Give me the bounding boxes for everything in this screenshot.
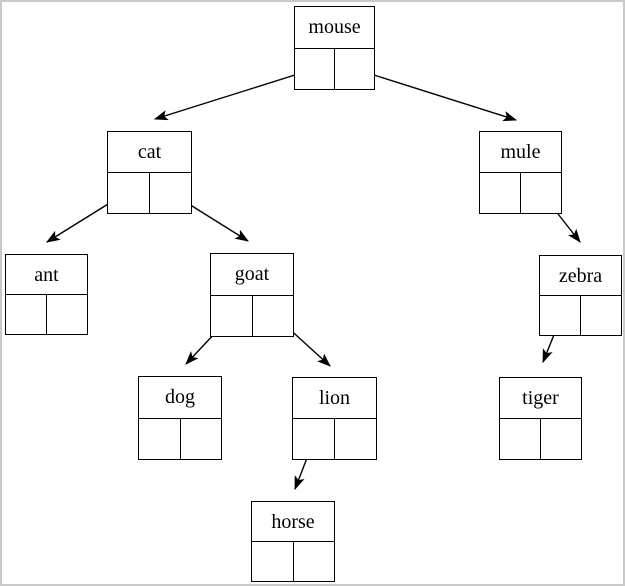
right-pointer-cell bbox=[581, 296, 621, 335]
tree-node-tiger: tiger bbox=[499, 377, 582, 460]
node-label-lion: lion bbox=[293, 378, 376, 419]
left-pointer-cell bbox=[480, 173, 521, 213]
right-pointer-cell bbox=[181, 419, 222, 460]
node-label-mouse: mouse bbox=[295, 7, 374, 49]
node-pointer-row bbox=[211, 295, 294, 337]
node-label-cat: cat bbox=[108, 132, 191, 173]
tree-node-zebra: zebra bbox=[539, 255, 622, 336]
tree-node-ant: ant bbox=[5, 254, 88, 335]
right-pointer-cell bbox=[294, 542, 335, 581]
left-pointer-cell bbox=[252, 542, 294, 581]
tree-node-goat: goat bbox=[210, 253, 294, 337]
node-pointer-row bbox=[295, 48, 374, 90]
left-pointer-cell bbox=[293, 419, 335, 459]
tree-node-lion: lion bbox=[292, 377, 377, 460]
node-label-mule: mule bbox=[480, 132, 561, 173]
right-pointer-cell bbox=[150, 173, 191, 213]
left-pointer-cell bbox=[211, 295, 253, 336]
node-pointer-row bbox=[139, 418, 222, 460]
node-pointer-row bbox=[6, 295, 87, 334]
left-pointer-cell bbox=[108, 173, 150, 213]
tree-node-horse: horse bbox=[251, 501, 335, 582]
right-pointer-cell bbox=[521, 173, 561, 213]
left-pointer-cell bbox=[6, 295, 47, 334]
node-pointer-row bbox=[540, 296, 621, 335]
node-label-ant: ant bbox=[6, 255, 87, 295]
left-pointer-cell bbox=[139, 418, 181, 459]
left-pointer-cell bbox=[540, 296, 581, 335]
tree-node-mouse: mouse bbox=[294, 6, 375, 90]
node-pointer-row bbox=[293, 419, 376, 459]
right-pointer-cell bbox=[335, 419, 376, 459]
right-pointer-cell bbox=[253, 296, 294, 337]
left-pointer-cell bbox=[500, 419, 541, 459]
edge-mouse-left-cat bbox=[153, 68, 315, 121]
edge-mouse-right-mule bbox=[354, 68, 518, 122]
node-label-goat: goat bbox=[211, 254, 293, 296]
right-pointer-cell bbox=[335, 49, 374, 90]
node-pointer-row bbox=[500, 419, 581, 459]
node-label-tiger: tiger bbox=[500, 378, 581, 419]
tree-node-cat: cat bbox=[107, 131, 192, 214]
node-label-zebra: zebra bbox=[540, 256, 621, 296]
node-pointer-row bbox=[108, 173, 191, 213]
tree-node-dog: dog bbox=[138, 376, 222, 460]
tree-node-mule: mule bbox=[479, 131, 562, 214]
node-pointer-row bbox=[480, 173, 561, 213]
right-pointer-cell bbox=[47, 295, 87, 334]
node-pointer-row bbox=[252, 542, 334, 581]
node-label-horse: horse bbox=[252, 502, 334, 542]
right-pointer-cell bbox=[541, 419, 581, 459]
node-label-dog: dog bbox=[139, 377, 221, 419]
left-pointer-cell bbox=[295, 48, 335, 89]
